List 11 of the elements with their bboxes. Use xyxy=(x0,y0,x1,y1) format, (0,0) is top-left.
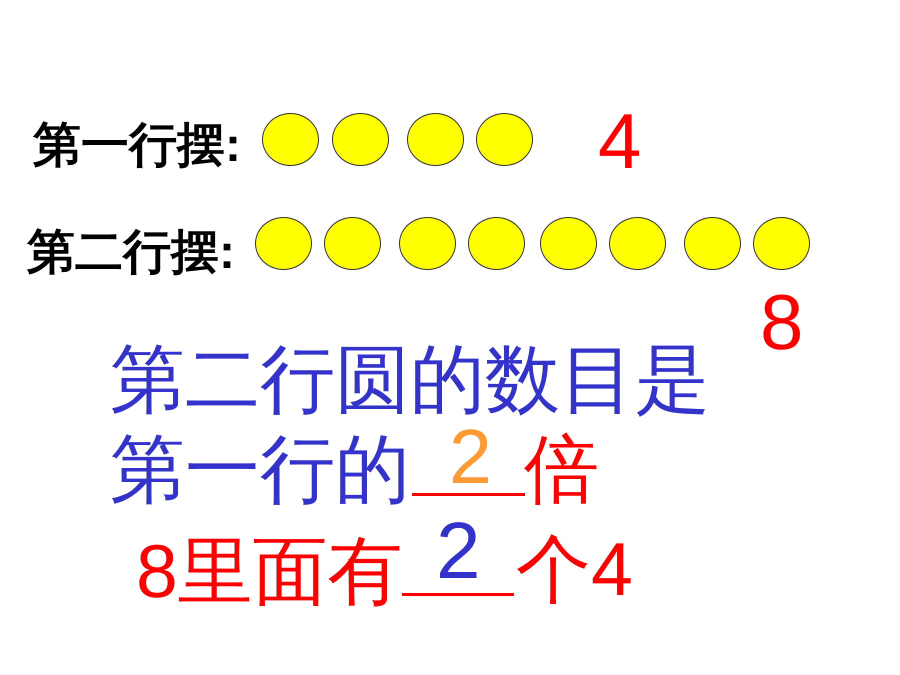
question-text: 倍 xyxy=(524,432,599,507)
question-text: 个4 xyxy=(516,532,633,607)
count-number: 8 xyxy=(760,283,804,361)
question-text: 8里面有 xyxy=(136,534,403,609)
answer-number: 2 xyxy=(449,419,492,496)
answer-number: 2 xyxy=(436,511,480,591)
row-label: 第二行摆: xyxy=(27,229,235,277)
row-label: 第一行摆: xyxy=(33,122,241,170)
question-text: 第一行的 xyxy=(110,432,410,507)
count-number: 4 xyxy=(598,102,642,180)
question-text: 第二行圆的数目是 xyxy=(110,342,710,417)
